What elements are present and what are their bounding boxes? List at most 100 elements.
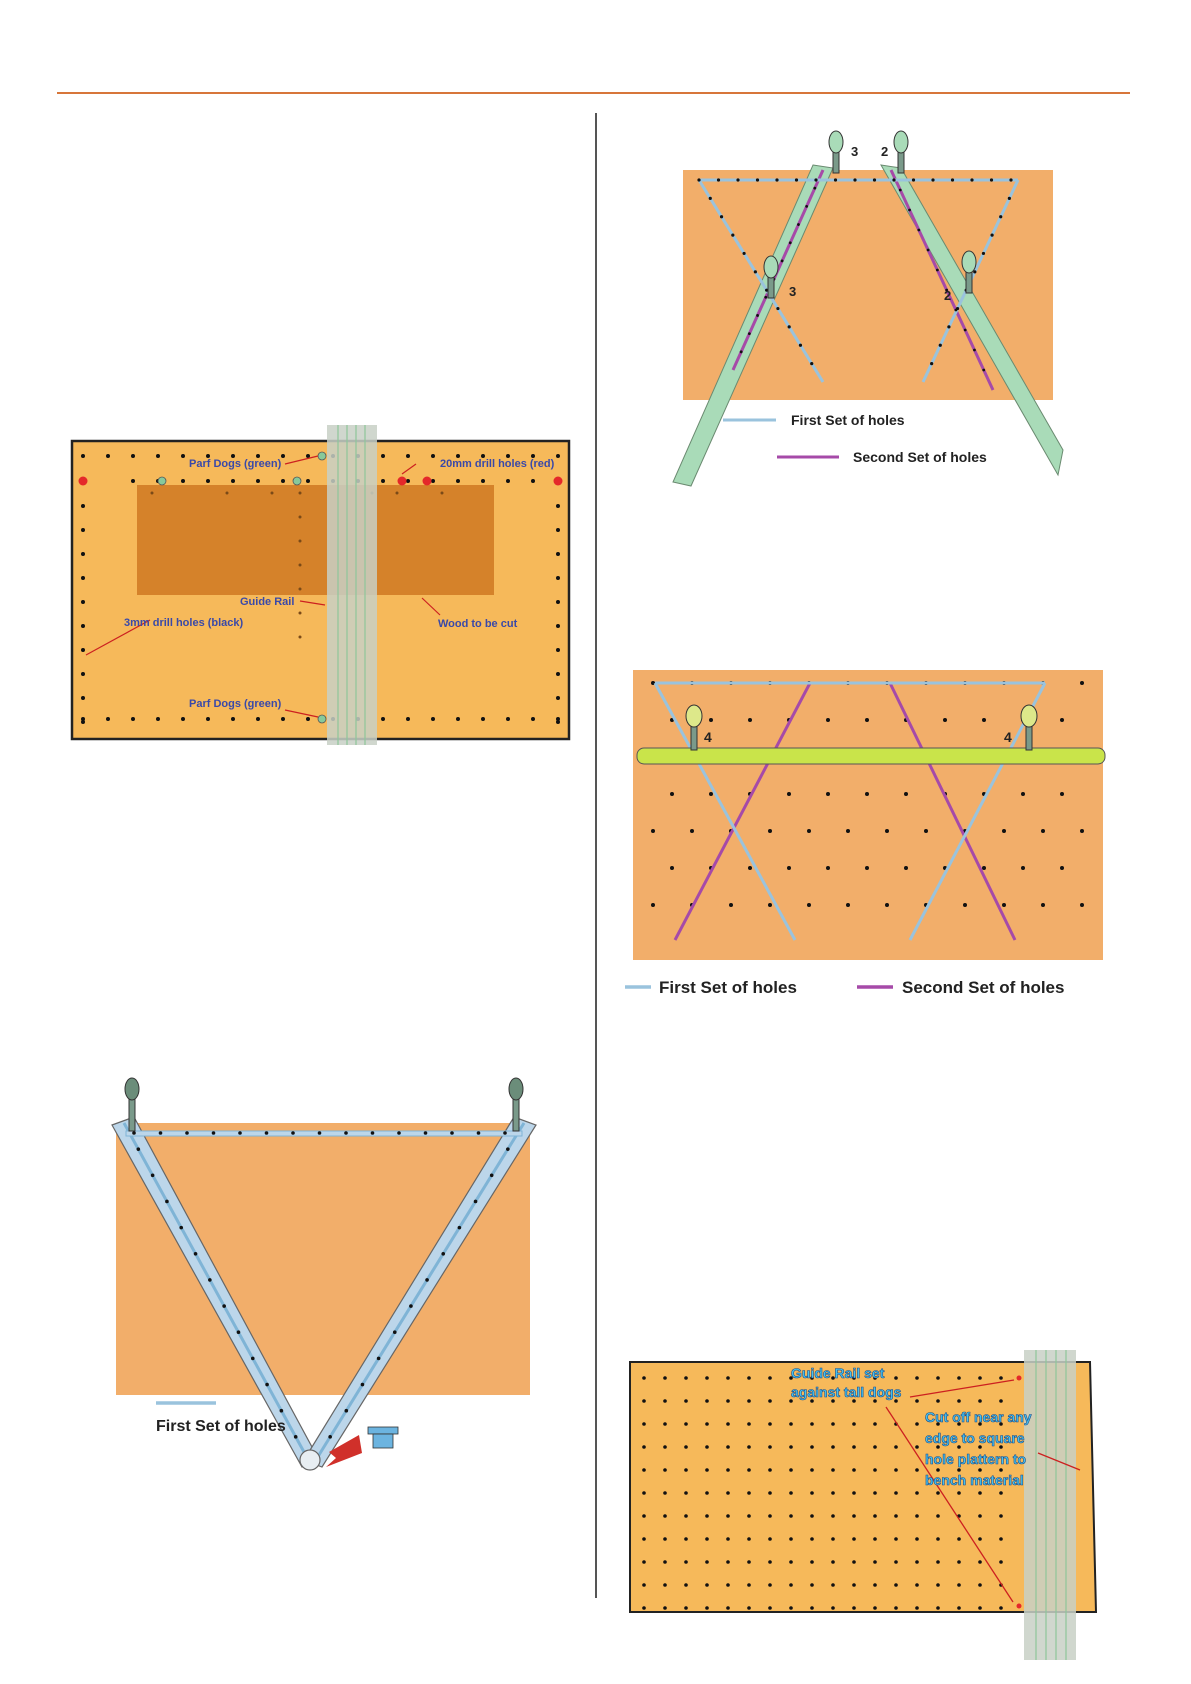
drill-hole: [697, 178, 701, 182]
dog-top-left[interactable]: [828, 130, 844, 174]
parallel-rail[interactable]: [636, 747, 1106, 765]
drill-hole: [873, 1491, 877, 1495]
drill-hole: [915, 1537, 919, 1541]
drill-hole: [852, 1468, 856, 1472]
legend-first-label: First Set of holes: [156, 1418, 286, 1435]
label-parf-dogs-bottom: Parf Dogs (green): [189, 698, 282, 710]
drill-hole: [873, 1514, 877, 1518]
drill-hole: [726, 1583, 730, 1587]
drill-hole: [768, 829, 772, 833]
drill-hole: [873, 1468, 877, 1472]
drill-hole: [670, 792, 674, 796]
drill-hole: [231, 717, 235, 721]
drill-hole: [924, 829, 928, 833]
label-guide-rail-line2: against tall dogs: [791, 1384, 902, 1400]
guide-rail[interactable]: [327, 425, 377, 745]
drill-hole: [831, 1514, 835, 1518]
drill-hole: [739, 350, 743, 354]
drill-hole: [556, 696, 560, 700]
label-cut-line1: Cut off near any: [925, 1409, 1032, 1425]
tall-dog-left[interactable]: [124, 1077, 140, 1132]
drill-hole: [831, 1606, 835, 1610]
drill-hole: [957, 1606, 961, 1610]
drill-hole: [978, 1491, 982, 1495]
dog-right[interactable]: [1020, 704, 1038, 751]
drill-hole: [1080, 829, 1084, 833]
drill-hole: [831, 1422, 835, 1426]
dog-top-right[interactable]: [893, 130, 909, 174]
drill-hole: [911, 178, 916, 182]
legend-first-label: First Set of holes: [791, 412, 905, 428]
drill-hole: [392, 1330, 397, 1335]
drill-hole: [826, 718, 830, 722]
drill-hole: [705, 1537, 709, 1541]
drill-hole: [999, 1468, 1003, 1472]
drill-hole: [807, 829, 811, 833]
drill-hole: [281, 479, 285, 483]
drill-hole: [726, 1399, 730, 1403]
drill-hole: [506, 1147, 510, 1151]
drill-hole: [298, 563, 302, 567]
dog-mid-right[interactable]: [961, 250, 977, 294]
drill-hole: [684, 1583, 688, 1587]
drill-hole: [663, 1376, 667, 1380]
drill-hole: [1080, 903, 1084, 907]
first-set-rails[interactable]: [111, 1116, 537, 1471]
drill-hole: [894, 1560, 898, 1564]
drill-hole: [1002, 829, 1006, 833]
drill-hole: [684, 1560, 688, 1564]
guide-rail[interactable]: [1024, 1350, 1076, 1660]
drill-holes: [642, 1376, 1003, 1610]
drill-hole: [873, 1399, 877, 1403]
drill-hole: [381, 479, 385, 483]
drill-hole: [787, 866, 791, 870]
drill-hole: [663, 1468, 667, 1472]
drill-hole: [663, 1583, 667, 1587]
dog-mid-left[interactable]: [763, 255, 779, 299]
label-cut-line3: hole plattern to: [925, 1451, 1026, 1467]
drill-hole: [852, 1560, 856, 1564]
wood-to-be-cut: [137, 485, 494, 595]
drill-hole: [317, 1131, 322, 1135]
drill-hole: [381, 717, 385, 721]
drill-hole: [747, 1445, 751, 1449]
drill-hole: [805, 204, 809, 208]
drill-hole: [982, 866, 986, 870]
drill-hole: [81, 454, 85, 458]
drill-hole: [852, 1376, 856, 1380]
drill-hole: [768, 1468, 772, 1472]
drill-hole: [936, 1468, 940, 1472]
drill-hole: [306, 479, 310, 483]
drill-hole: [642, 1583, 646, 1587]
drill-hole: [789, 1491, 793, 1495]
drill-hole: [731, 233, 735, 237]
drill-hole: [935, 268, 939, 272]
drill-hole: [826, 792, 830, 796]
drill-hole: [481, 717, 485, 721]
drill-hole: [663, 1399, 667, 1403]
dog-left[interactable]: [685, 704, 703, 751]
drill-hole: [231, 479, 235, 483]
drill-hole: [506, 717, 510, 721]
drill-hole: [963, 903, 967, 907]
tall-dog-right[interactable]: [508, 1077, 524, 1132]
drill-hole: [651, 829, 655, 833]
drill-hole: [423, 1131, 428, 1135]
drill-hole: [978, 1376, 982, 1380]
drill-hole: [852, 1606, 856, 1610]
drill-hole: [158, 1131, 163, 1135]
drill-hole: [936, 1491, 940, 1495]
drill-hole: [106, 454, 110, 458]
drill-hole: [726, 1491, 730, 1495]
drill-hole: [936, 1514, 940, 1518]
figure-final-grid: Guide Rail set against tall dogs Cut off…: [629, 1350, 1098, 1660]
drill-hole: [265, 1382, 269, 1387]
drill-hole: [894, 1468, 898, 1472]
drill-hole: [810, 1445, 814, 1449]
drill-hole: [709, 792, 713, 796]
drill-hole: [81, 504, 85, 508]
drill-hole: [181, 479, 185, 483]
drill-hole: [973, 270, 977, 274]
drill-hole: [663, 1422, 667, 1426]
drill-holes: [697, 178, 1013, 372]
